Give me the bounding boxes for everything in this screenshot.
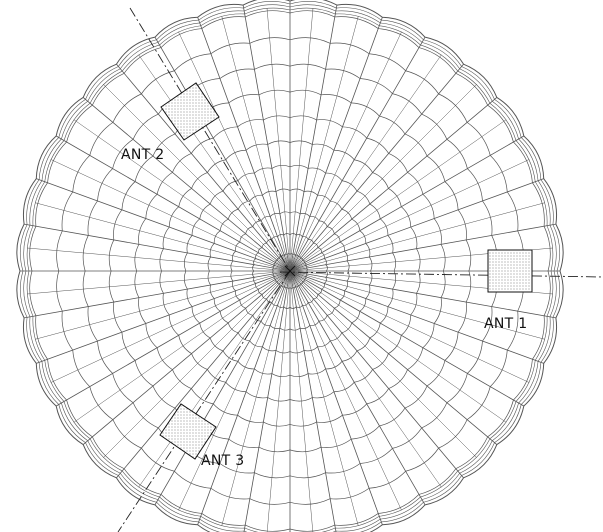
gore-line (73, 270, 291, 423)
axis-ant2 (129, 7, 291, 272)
gore-line (26, 247, 291, 272)
gore-line (289, 270, 477, 458)
gore-line (289, 54, 442, 272)
gore-line (266, 7, 291, 272)
gore-line (289, 270, 402, 511)
gore-line (82, 270, 291, 445)
gore-line (289, 270, 530, 383)
gore-line (289, 119, 507, 272)
gore-line (289, 223, 556, 272)
gore-line (36, 178, 291, 272)
antenna-2-patch (160, 82, 220, 141)
gore-line (242, 5, 291, 272)
gore-line (197, 270, 291, 525)
gore-line (26, 270, 291, 295)
gore-line (55, 270, 291, 407)
gore-line (289, 159, 530, 272)
gore-line (289, 270, 507, 423)
antenna-1-label: ANT 1 (484, 316, 528, 332)
antenna-2-label: ANT 2 (121, 147, 165, 163)
gore-line (289, 202, 546, 272)
gore-line (289, 7, 314, 272)
center-mark (284, 265, 296, 277)
canopy-gore-lines (20, 1, 560, 532)
gore-line (82, 97, 291, 272)
gore-line (221, 270, 291, 527)
gore-line (289, 97, 498, 272)
gore-line (34, 202, 291, 272)
gore-line (34, 270, 291, 340)
gore-line (178, 270, 291, 511)
gore-line (154, 36, 291, 272)
gore-line (289, 15, 359, 272)
gore-line (103, 84, 291, 272)
gore-line (24, 270, 291, 319)
gore-line (36, 270, 291, 364)
gore-line (289, 31, 402, 272)
gore-line (289, 84, 477, 272)
gore-line (289, 270, 525, 407)
gore-line (116, 270, 291, 479)
gore-line (50, 270, 291, 383)
gore-line (289, 5, 338, 272)
gore-line (138, 54, 291, 272)
gore-line (289, 270, 359, 527)
gore-line (138, 270, 291, 488)
antenna-patches (159, 82, 533, 460)
axis-ant3 (117, 270, 291, 532)
antenna-1-patch (487, 249, 533, 293)
gore-line (221, 15, 291, 272)
antenna-3-patch (159, 403, 217, 460)
gore-line (289, 36, 426, 272)
gore-line (289, 270, 442, 488)
gore-line (289, 63, 464, 272)
gore-line (103, 270, 291, 458)
gore-line (154, 270, 291, 506)
gore-line (289, 270, 464, 479)
antenna-axis-lines (117, 7, 603, 532)
gore-line (197, 17, 291, 272)
gore-line (289, 178, 544, 272)
gore-line (289, 270, 544, 364)
gore-line (178, 31, 291, 272)
gore-line (289, 270, 546, 340)
gore-line (243, 270, 291, 532)
gore-line (266, 270, 291, 532)
gore-line (289, 270, 498, 445)
gore-line (24, 223, 291, 272)
gore-line (289, 135, 525, 272)
gore-line (289, 270, 426, 506)
antenna-3-label: ANT 3 (201, 453, 245, 469)
gore-line (73, 119, 291, 272)
gore-line (289, 270, 556, 319)
gore-line (289, 270, 337, 532)
gore-line (55, 135, 291, 272)
gore-line (50, 159, 291, 272)
gore-line (289, 270, 383, 525)
gore-line (289, 270, 314, 532)
gore-line (116, 63, 291, 272)
center-cross (284, 265, 296, 277)
gore-line (289, 17, 383, 272)
